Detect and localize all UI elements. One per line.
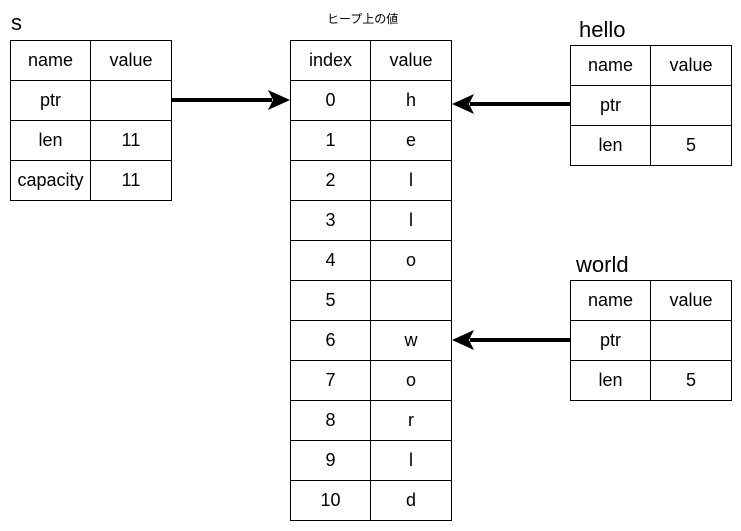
heap-value: l [370,440,452,481]
s-capacity-name: capacity [10,160,91,201]
world-label: world [576,252,629,277]
s-capacity-value: 11 [90,160,172,201]
s-ptr-arrow [171,90,290,110]
heap-index: 5 [290,280,371,321]
heap-row: 5 [290,280,452,321]
s-header-name: name [10,40,91,81]
heap-header-index: index [290,40,371,81]
s-ptr-value [90,80,172,121]
heap-index: 6 [290,320,371,361]
s-len-value: 11 [90,120,172,161]
s-len-name: len [10,120,91,161]
world-len-value: 5 [650,360,732,401]
s-row-capacity: capacity 11 [10,160,172,201]
heap-header-value: value [370,40,452,81]
world-ptr-arrow [452,330,570,350]
hello-ptr-name: ptr [570,85,651,126]
heap-index: 3 [290,200,371,241]
heap-value: l [370,200,452,241]
hello-table: name value ptr len 5 [570,45,732,166]
heap-value: o [370,360,452,401]
s-row-len: len 11 [10,120,172,161]
heap-index: 10 [290,480,371,521]
hello-header-value: value [650,45,732,86]
heap-header-row: index value [290,40,452,81]
world-header-row: name value [570,280,732,321]
s-header-row: name value [10,40,172,81]
s-row-ptr: ptr [10,80,172,121]
hello-ptr-arrow [452,94,570,114]
heap-index: 2 [290,160,371,201]
world-header-name: name [570,280,651,321]
heap-value: r [370,400,452,441]
hello-row-len: len 5 [570,125,732,166]
hello-header-name: name [570,45,651,86]
world-row-len: len 5 [570,360,732,401]
s-ptr-name: ptr [10,80,91,121]
world-table: name value ptr len 5 [570,280,732,401]
s-header-value: value [90,40,172,81]
s-table: name value ptr len 11 capacity 11 [10,40,172,201]
heap-value: d [370,480,452,521]
world-header-value: value [650,280,732,321]
heap-value: l [370,160,452,201]
heap-index: 7 [290,360,371,401]
hello-len-value: 5 [650,125,732,166]
s-label: s [11,10,22,35]
hello-header-row: name value [570,45,732,86]
heap-value: e [370,120,452,161]
heap-index: 8 [290,400,371,441]
hello-label: hello [579,17,626,42]
heap-title: ヒープ上の値 [327,12,399,26]
heap-value: h [370,80,452,121]
